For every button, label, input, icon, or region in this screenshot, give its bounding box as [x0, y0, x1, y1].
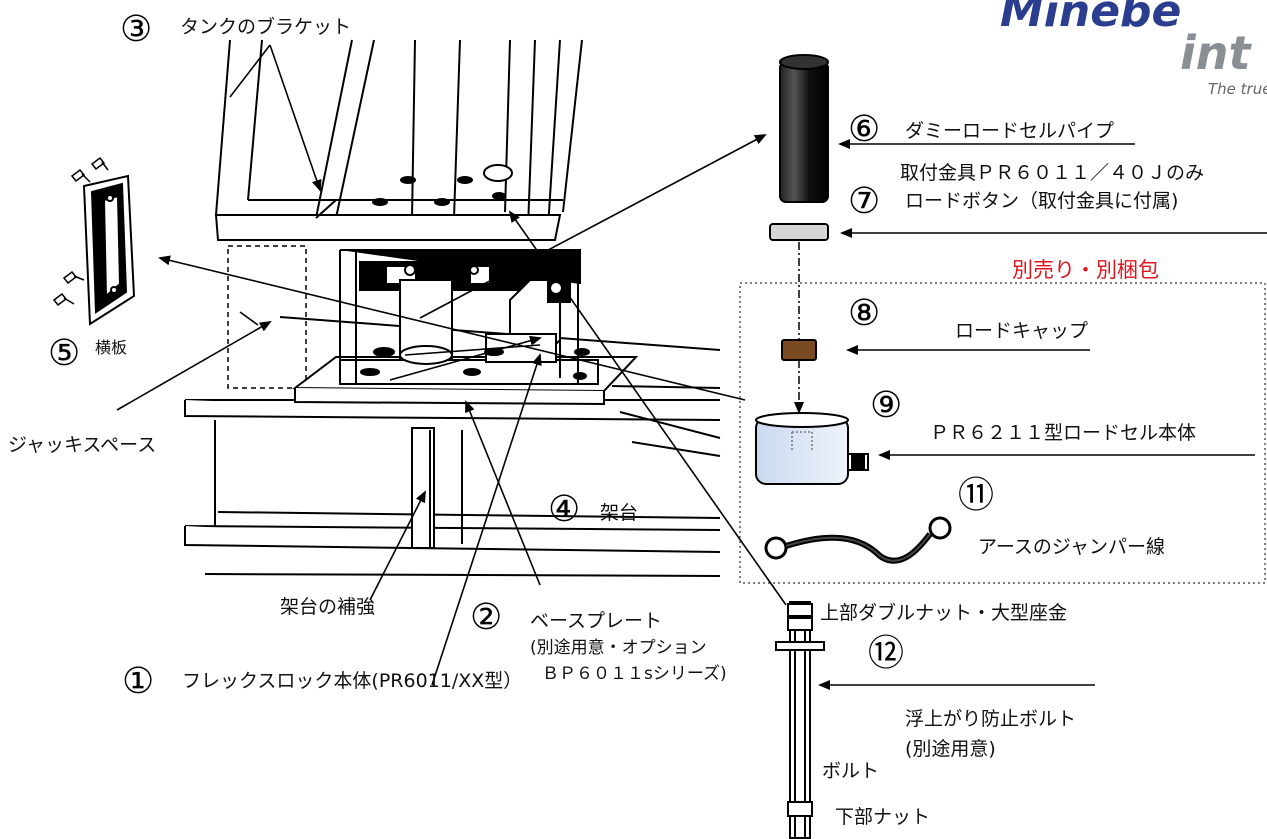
callout-number-11: ⑪	[958, 475, 995, 516]
separate-package-box	[739, 282, 1266, 584]
callout-number-2: ②	[470, 597, 503, 638]
label-base-plate-note: (別途用意・オプション	[530, 638, 707, 658]
side-plate	[52, 156, 136, 326]
callout-number-8: ⑧	[848, 293, 881, 334]
brand-logo: Minebe	[1000, 0, 1182, 37]
brand-tagline: The true	[1208, 80, 1267, 98]
label-load-cap: ロードキャップ	[955, 320, 1089, 342]
callout-number-9: ⑨	[870, 385, 903, 426]
flexlock-mount	[292, 249, 639, 406]
label-reinforcement: 架台の補強	[280, 596, 376, 618]
brand-logo-sub: int	[1180, 26, 1251, 80]
callout-number-3: ③	[120, 9, 153, 50]
leader-lines	[116, 44, 1267, 690]
label-lower-nut: 下部ナット	[835, 806, 931, 828]
callout-number-12: ⑫	[868, 633, 905, 674]
label-base-plate-series: ＢＰ６０１１sシリーズ)	[542, 664, 727, 684]
jack-space-box	[227, 245, 307, 389]
callout-number-6: ⑥	[848, 109, 881, 150]
label-jumper-wire: アースのジャンパー線	[978, 536, 1165, 558]
callout-number-1: ①	[122, 661, 155, 702]
tank-bracket	[214, 39, 583, 241]
label-tank-bracket: タンクのブラケット	[180, 16, 352, 38]
load-cap	[781, 339, 817, 361]
label-sold-separately: 別売り・別梱包	[1012, 258, 1159, 282]
label-anti-lift-bolt: 浮上がり防止ボルト	[905, 708, 1077, 730]
label-stand: 架台	[600, 502, 639, 524]
loadcell-body	[755, 412, 869, 485]
label-side-plate: 横板	[95, 338, 128, 357]
label-dummy-pipe: ダミーロードセルパイプ	[905, 120, 1115, 142]
label-upper-nut: 上部ダブルナット・大型座金	[820, 602, 1068, 624]
callout-number-5: ⑤	[48, 333, 81, 374]
bolt-icon	[52, 156, 109, 307]
label-base-plate: ベースプレート	[530, 610, 663, 632]
label-flexlock: フレックスロック本体(PR6011/XX型）	[182, 670, 523, 692]
callout-number-4: ④	[548, 489, 581, 530]
anti-lift-bolt	[775, 601, 825, 839]
label-bracket-note: 取付金具ＰＲ６０１１／４０Ｊのみ	[900, 162, 1205, 184]
dummy-loadcell-pipe	[779, 54, 829, 203]
label-load-button: ロードボタン（取付金具に付属)	[905, 190, 1179, 212]
ground-jumper-wire	[764, 516, 952, 564]
label-bolt: ボルト	[822, 760, 880, 782]
label-jack-space: ジャッキスペース	[8, 434, 157, 456]
label-loadcell: ＰＲ６２１１型ロードセル本体	[930, 422, 1197, 444]
load-button	[769, 223, 829, 241]
callout-number-7: ⑦	[848, 181, 881, 222]
label-anti-lift-bolt-note: (別途用意)	[905, 738, 996, 760]
